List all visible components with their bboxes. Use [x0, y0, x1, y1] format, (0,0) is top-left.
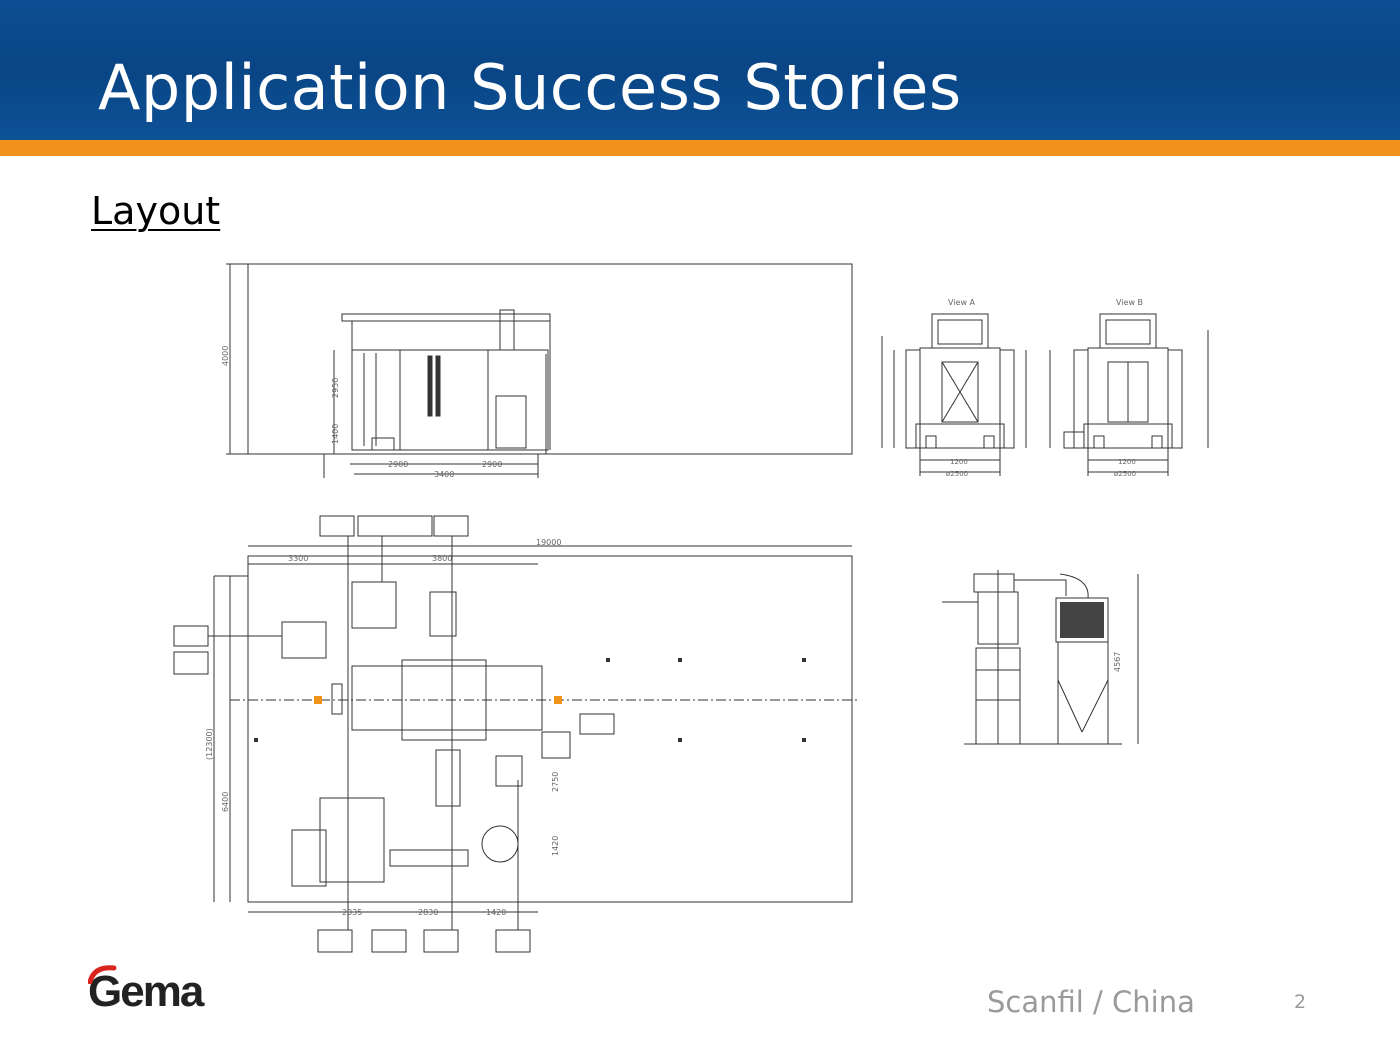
header-banner — [0, 0, 1400, 140]
side-elevation-dim: 2950 — [331, 378, 340, 398]
plan-view-dim: (12300) — [205, 728, 214, 760]
side-elevation-dim: 4000 — [221, 346, 230, 366]
side-elevation-dim: 3400 — [434, 470, 454, 479]
plan-view-dim: 1420 — [551, 836, 560, 856]
filter-unit-drawing: 4567 — [940, 560, 1150, 750]
gema-logo: Gema — [88, 965, 204, 1018]
view-a-dim: ø2500 — [946, 470, 968, 478]
side-elevation-drawing: 4000 2950 1400 2900 3400 2900 — [221, 258, 860, 479]
page-number: 2 — [1294, 991, 1307, 1013]
view-b-drawing: View B 1200 ø2500 — [1044, 298, 1214, 478]
plan-view-drawing: 3300 3800 19000 (12300) 6400 2750 1420 2… — [170, 510, 870, 960]
plan-view-dim: 1420 — [486, 908, 506, 917]
logo-swoosh-icon — [88, 965, 117, 984]
filter-unit-dim: 4567 — [1113, 652, 1122, 672]
view-b-label: View B — [1116, 298, 1143, 307]
logo-text: Gema — [88, 967, 204, 1016]
plan-view-dim: 2035 — [342, 908, 362, 917]
footer-text: Scanfil / China — [987, 985, 1195, 1019]
page-title: Application Success Stories — [98, 51, 962, 124]
view-a-drawing: View A 1200 ø2500 — [876, 298, 1026, 478]
plan-view-dim: 2750 — [551, 772, 560, 792]
plan-view-dim: 6400 — [221, 792, 230, 812]
plan-view-dim: 3300 — [288, 554, 308, 563]
side-elevation-dim: 2900 — [388, 460, 408, 469]
header-accent-bar — [0, 140, 1400, 156]
view-a-dim: 1200 — [950, 458, 968, 466]
plan-view-dim: 19000 — [536, 538, 561, 547]
view-b-dim: ø2500 — [1114, 470, 1136, 478]
plan-view-dim: 3800 — [432, 554, 452, 563]
plan-view-dim: 2830 — [418, 908, 438, 917]
view-a-label: View A — [948, 298, 976, 307]
section-heading: Layout — [91, 189, 221, 233]
side-elevation-dim: 1400 — [331, 424, 340, 444]
side-elevation-dim: 2900 — [482, 460, 502, 469]
view-b-dim: 1200 — [1118, 458, 1136, 466]
